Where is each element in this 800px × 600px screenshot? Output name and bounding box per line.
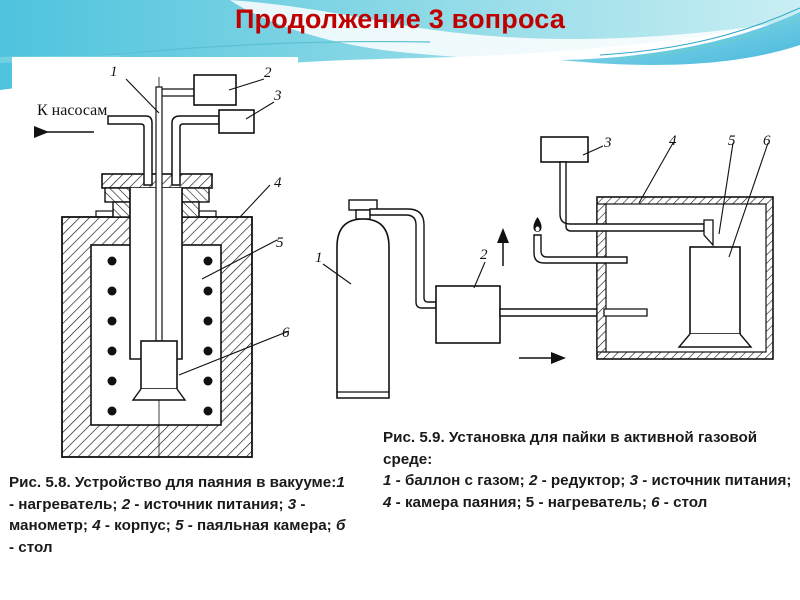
callout-1: 1 <box>110 64 118 80</box>
caption-num: 5 <box>175 517 184 534</box>
power-supply-box-3 <box>540 136 589 163</box>
callout-5: 5 <box>276 235 284 251</box>
caption-text: - нагреватель; <box>9 495 122 513</box>
caption-text: - корпус; <box>100 517 176 534</box>
callout-4: 4 <box>669 133 677 149</box>
callout-6: 6 <box>763 133 771 149</box>
table-6 <box>131 340 187 401</box>
gas-cylinder-1 <box>336 199 390 399</box>
callout-2: 2 <box>264 65 272 81</box>
caption-num: 6 <box>651 493 660 511</box>
slide-title: Продолжение 3 вопроса <box>234 4 566 34</box>
exhaust-pipe <box>533 234 628 264</box>
callout-3: 3 <box>603 135 612 151</box>
callout-5: 5 <box>728 133 736 149</box>
caption-num: 1 <box>336 474 345 491</box>
caption-text: - нагреватель; <box>534 493 652 511</box>
heater-5 <box>703 219 714 247</box>
caption-num: 4 <box>383 493 392 511</box>
caption-num: 2 <box>528 472 538 489</box>
caption-num: б <box>335 517 346 534</box>
caption-text: - редуктор; <box>537 472 630 489</box>
caption-num: 5 <box>525 493 535 511</box>
reducer-box-2 <box>435 285 501 344</box>
pump-label: К насосам <box>37 102 107 119</box>
caption-num: 3 <box>287 495 297 513</box>
caption-num: 2 <box>121 495 131 513</box>
caption-prefix: Рис. 5.8. Устройство для паяния в вакуум… <box>9 474 337 491</box>
caption-prefix: Рис. 5.9. Установка для пайки в активной… <box>383 429 758 468</box>
table-6 <box>677 246 753 348</box>
heater-coils <box>107 256 213 416</box>
callout-6: 6 <box>282 325 290 341</box>
caption-num: 3 <box>629 472 639 489</box>
manometer-box-3 <box>218 109 255 134</box>
caption-num: 1 <box>383 472 392 489</box>
manometer-pipe <box>171 115 220 186</box>
leader-lines <box>125 78 290 376</box>
leader-lines <box>322 142 769 289</box>
soldering-chamber-4 <box>596 196 774 360</box>
caption-text: - источник питания; <box>130 495 288 513</box>
caption-num: 4 <box>92 517 101 534</box>
caption-text: - манометр; <box>9 495 306 535</box>
figure-active-gas-soldering: 1 2 3 4 5 6 <box>313 131 783 403</box>
caption-text: - стол <box>9 538 53 556</box>
callout-1: 1 <box>315 250 323 266</box>
callout-2: 2 <box>480 247 488 263</box>
figure-vacuum-soldering: К насосам 1 2 3 4 5 6 <box>12 57 298 467</box>
caption-figure-5-9: Рис. 5.9. Установка для пайки в активной… <box>383 427 798 513</box>
flame-icon <box>533 217 542 232</box>
caption-figure-5-8: Рис. 5.8. Устройство для паяния в вакуум… <box>9 472 354 558</box>
caption-text: - баллон с газом; <box>391 472 529 489</box>
caption-text: - источник питания; <box>638 472 792 489</box>
caption-text: - стол <box>659 493 708 511</box>
pump-pipe <box>107 115 153 186</box>
caption-text: - паяльная камера; <box>183 517 336 534</box>
caption-text: - камера паяния; <box>391 493 526 511</box>
wave-white-swoosh <box>230 0 800 62</box>
callout-3: 3 <box>273 88 282 104</box>
callout-4: 4 <box>274 175 282 191</box>
wave-right <box>560 12 800 65</box>
